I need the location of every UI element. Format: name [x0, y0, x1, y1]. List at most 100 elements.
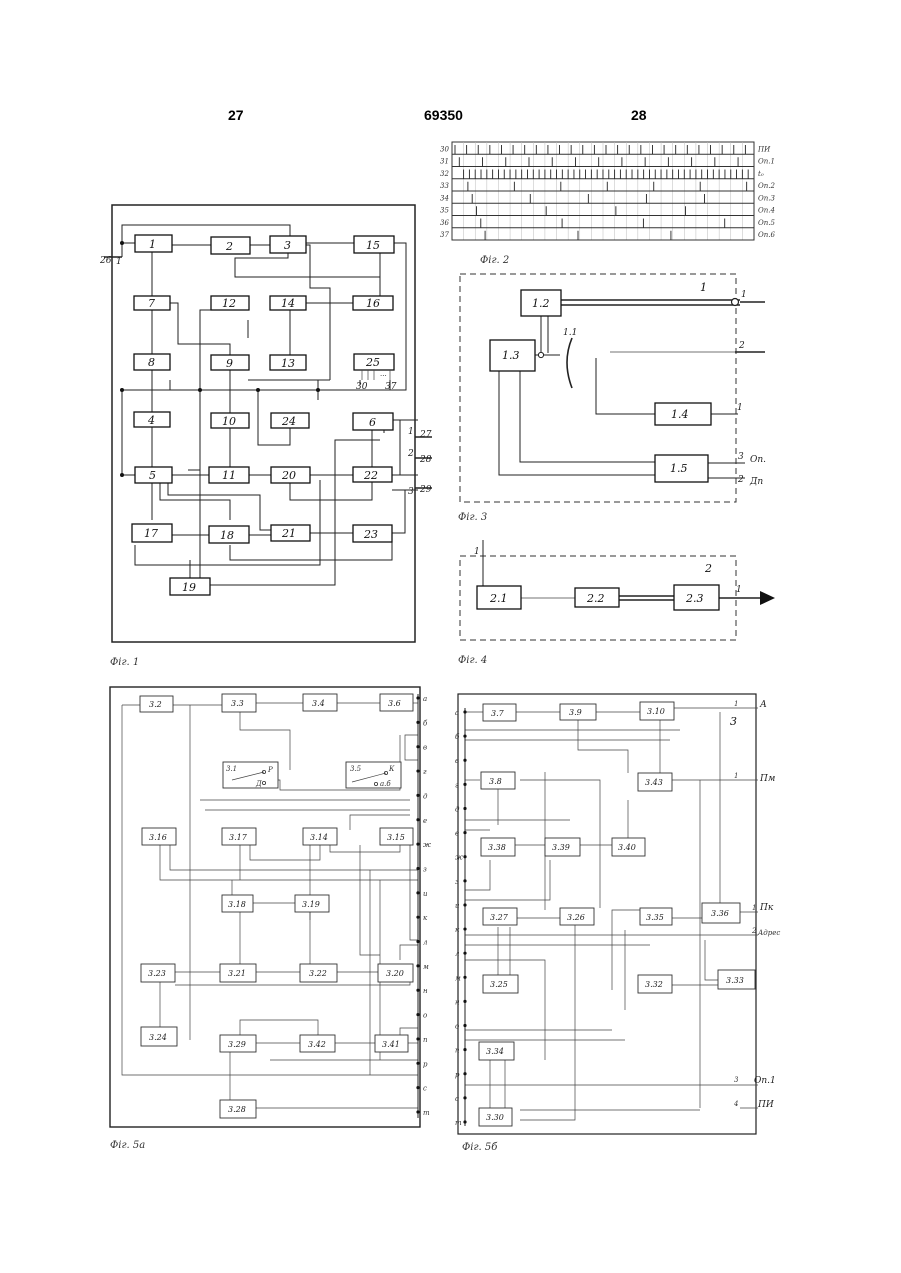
fig5a-block-3-42: 3.42 [300, 1035, 335, 1052]
patent-number: 69350 [424, 107, 463, 123]
svg-text:3.20: 3.20 [386, 969, 404, 978]
fig5b-pin-label: ж [455, 854, 463, 862]
fig5b-block-3-36: 3.36 [702, 903, 740, 923]
svg-text:3.41: 3.41 [382, 1040, 400, 1049]
fig5a-pin-dot [416, 916, 419, 919]
fig5b-pin-dot [463, 879, 466, 882]
fig2-row-number: 31 [440, 158, 449, 166]
svg-text:2.1: 2.1 [489, 592, 508, 605]
fig5b-pin-label: а [455, 709, 459, 717]
fig5a-pin-label: г [423, 768, 427, 776]
fig3-block-1-4: 1.4 [655, 403, 711, 425]
fig5b-block-3-33: 3.33 [718, 970, 755, 989]
svg-text:3.25: 3.25 [490, 980, 508, 989]
svg-text:3.1: 3.1 [226, 765, 237, 773]
fig5b-pin-label: д [455, 805, 460, 813]
fig5a-diagram: 3.2 3.3 3.4 3.6 3.16 3.17 3.14 3.15 3.18… [110, 687, 431, 1151]
fig1-block-12: 12 [211, 296, 249, 310]
fig5a-pin-label: о [423, 1012, 427, 1020]
svg-text:3.10: 3.10 [647, 707, 665, 716]
fig5a-block-3-22: 3.22 [300, 964, 337, 982]
fig5b-unit-label: 3 [730, 715, 737, 728]
fig5b-pin-label: л [455, 950, 459, 958]
fig5a-pin-label: л [423, 939, 427, 947]
fig5b-pin-dot [463, 1072, 466, 1075]
svg-text:1.2: 1.2 [532, 297, 550, 310]
fig1-input-pin: 1 [116, 257, 122, 267]
fig5a-block-3-20: 3.20 [378, 964, 413, 982]
svg-text:3.28: 3.28 [228, 1105, 246, 1114]
fig5a-block-3-4: 3.4 [303, 694, 337, 711]
fig3-diagram: 1 1.2 1.3 1.4 1.5 1.1 1 [458, 274, 766, 523]
page-header: 27 69350 28 [228, 107, 647, 123]
fig5b-block-3-40: 3.40 [612, 838, 645, 856]
svg-text:3.9: 3.9 [569, 708, 582, 717]
svg-text:3.26: 3.26 [567, 913, 585, 922]
svg-text:15: 15 [366, 239, 380, 252]
fig5a-pin-dot [416, 964, 419, 967]
fig5a-pin-label: р [423, 1060, 428, 1068]
fig4-block-2-2: 2.2 [575, 588, 619, 607]
fig1-out-label-27: 27 [419, 430, 432, 440]
fig5a-pin-dot [416, 818, 419, 821]
fig4-diagram: 2 1 1 2.1 2.2 2.3 Фіг. 4 [458, 540, 775, 666]
fig5a-pin-label: а [423, 695, 427, 703]
fig5b-block-3-43: 3.43 [638, 773, 672, 791]
svg-text:1: 1 [734, 700, 738, 708]
fig5a-pin-dot [416, 867, 419, 870]
fig3-blocks: 1.2 1.3 1.4 1.5 [490, 290, 711, 482]
svg-text:3.43: 3.43 [645, 778, 663, 787]
svg-text:1: 1 [149, 238, 156, 251]
svg-text:2.3: 2.3 [685, 592, 704, 605]
svg-text:8: 8 [148, 356, 155, 369]
fig5a-pin-label: с [423, 1085, 427, 1093]
fig5a-pin-label: в [423, 744, 427, 752]
svg-text:3.42: 3.42 [308, 1040, 326, 1049]
fig3-caption: Фіг. 3 [458, 512, 487, 523]
fig5a-block-3-17: 3.17 [222, 828, 256, 845]
fig2-row-label: Оп.3 [758, 194, 775, 202]
left-page-number: 27 [228, 107, 244, 123]
fig5a-block-3-24: 3.24 [141, 1027, 177, 1046]
fig5a-block-3-23: 3.23 [141, 964, 175, 982]
fig5a-caption: Фіг. 5а [110, 1140, 145, 1151]
svg-text:10: 10 [222, 415, 236, 428]
fig3-node [538, 352, 543, 357]
svg-text:5: 5 [149, 469, 156, 482]
fig1-block-20: 20 [271, 467, 310, 483]
fig5b-block-3-10: 3.10 [640, 702, 674, 720]
svg-text:1.4: 1.4 [671, 408, 689, 421]
fig5a-block-3-19: 3.19 [295, 895, 329, 912]
fig4-blocks: 2.1 2.2 2.3 [477, 585, 719, 610]
fig1-block-10: 10 [211, 413, 249, 428]
fig5b-block-3-8: 3.8 [481, 772, 515, 789]
svg-text:25: 25 [365, 356, 380, 369]
fig4-unit-label: 2 [704, 562, 712, 575]
svg-text:3.8: 3.8 [489, 777, 502, 786]
fig5a-pin-dot [416, 794, 419, 797]
fig5a-pin-dot [416, 1037, 419, 1040]
fig3-block-1-5: 1.5 [655, 455, 708, 482]
fig5a-pin-dot [416, 745, 419, 748]
fig5b-pin-label: п [455, 1047, 460, 1055]
fig5a-pin-dot [416, 769, 419, 772]
fig2-caption: Фіг. 2 [480, 255, 509, 266]
svg-text:3: 3 [734, 1076, 739, 1084]
svg-text:16: 16 [366, 297, 380, 310]
fig1-block-8: 8 [134, 354, 170, 370]
fig5a-block-3-16: 3.16 [142, 828, 176, 845]
svg-text:11: 11 [222, 469, 236, 482]
fig1-block-13: 13 [270, 355, 306, 370]
fig3-block-1-2: 1.2 [521, 290, 561, 316]
fig3-element-label: 1.1 [563, 328, 577, 338]
fig3-pin-3: 3 [738, 452, 744, 462]
svg-text:3.22: 3.22 [309, 969, 327, 978]
fig5a-block-3-15: 3.15 [380, 828, 413, 845]
fig5b-pin-label: в [455, 757, 459, 765]
fig2-row-label: Оп.5 [758, 219, 775, 227]
svg-text:3.21: 3.21 [228, 969, 246, 978]
fig5a-pin-label: з [423, 865, 427, 873]
svg-text:4: 4 [733, 1100, 738, 1108]
fig1-out-label-28: 28 [419, 455, 432, 465]
fig5b-block-3-7: 3.7 [483, 704, 516, 721]
